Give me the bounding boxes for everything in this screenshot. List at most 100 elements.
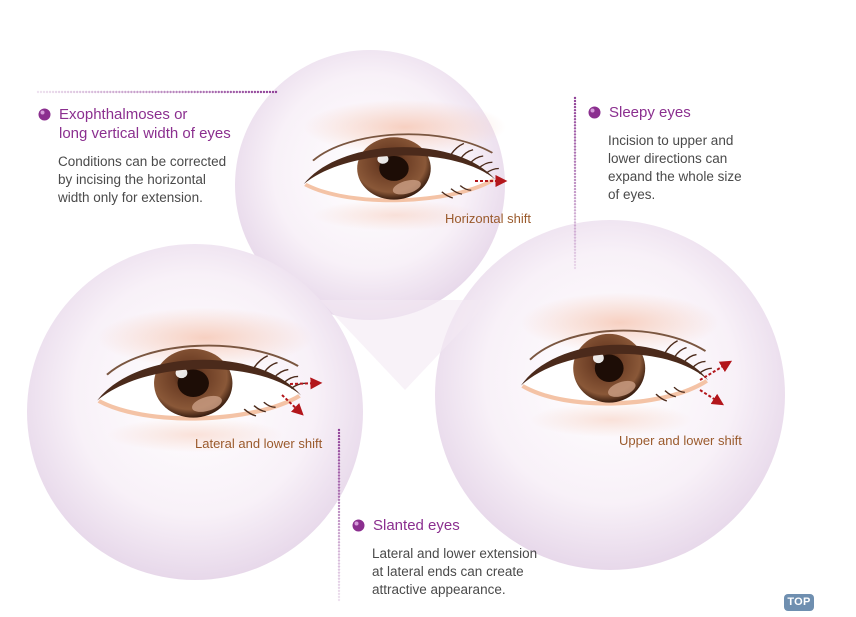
- guide-dot: [187, 90, 190, 94]
- guide-dot: [573, 248, 577, 251]
- guide-dot: [337, 443, 341, 447]
- guide-dot: [573, 111, 577, 115]
- guide-dot: [193, 90, 196, 94]
- guide-dot: [337, 510, 341, 514]
- guide-dot: [573, 169, 577, 173]
- guide-dot: [118, 90, 121, 94]
- title-line: Exophthalmoses or: [59, 106, 188, 123]
- guide-dot: [573, 142, 577, 145]
- guide-dot: [190, 90, 193, 94]
- guide-dot: [337, 489, 341, 492]
- guide-dot: [337, 477, 341, 480]
- guide-dot: [573, 148, 577, 151]
- guide-dot: [573, 266, 577, 270]
- center-join: [320, 300, 490, 390]
- guide-dot: [238, 90, 242, 94]
- guide-dot: [337, 434, 341, 438]
- guide-dot: [78, 90, 82, 94]
- guide-dot: [196, 90, 199, 94]
- dotted-line-top-left: [36, 90, 278, 94]
- guide-dot: [573, 227, 577, 230]
- guide-dot: [337, 571, 341, 574]
- guide-dot: [337, 495, 341, 498]
- guide-dot: [337, 586, 341, 590]
- guide-dot: [268, 90, 272, 94]
- guide-dot: [573, 187, 577, 191]
- desc-line: of eyes.: [608, 187, 656, 202]
- guide-dot: [154, 90, 157, 94]
- guide-dot: [337, 598, 341, 602]
- blurb-title: Sleepy eyes: [588, 103, 742, 122]
- guide-dot: [175, 90, 178, 94]
- guide-dot: [85, 90, 88, 94]
- guide-dot: [115, 90, 118, 94]
- guide-dot: [337, 440, 341, 444]
- guide-dot: [253, 90, 257, 94]
- guide-dot: [232, 90, 236, 94]
- guide-dot: [573, 230, 577, 233]
- arrow-lateral-left: [289, 377, 323, 390]
- guide-dot: [573, 218, 577, 221]
- guide-dot: [573, 251, 577, 255]
- guide-dot: [573, 242, 577, 245]
- guide-dot: [127, 90, 130, 94]
- guide-dot: [94, 90, 97, 94]
- guide-dot: [337, 486, 341, 489]
- guide-dot: [573, 178, 577, 182]
- guide-dot: [75, 90, 79, 94]
- guide-dot: [573, 260, 577, 264]
- guide-dot: [63, 90, 67, 94]
- guide-dot: [337, 459, 341, 462]
- guide-dot: [337, 507, 341, 511]
- label-horizontal-shift: Horizontal shift: [445, 211, 531, 226]
- guide-dot: [337, 519, 341, 523]
- guide-dot: [39, 90, 43, 94]
- guide-dot: [573, 160, 577, 163]
- guide-dot: [337, 513, 341, 517]
- guide-dot: [337, 450, 341, 453]
- guide-dot: [573, 157, 577, 160]
- guide-dot: [136, 90, 139, 94]
- guide-dot: [337, 522, 341, 526]
- guide-dot: [337, 592, 341, 596]
- guide-dot: [337, 574, 341, 577]
- guide-dot: [166, 90, 169, 94]
- guide-dot: [205, 90, 208, 94]
- guide-dot: [573, 233, 577, 236]
- guide-dot: [573, 102, 577, 106]
- guide-dot: [130, 90, 133, 94]
- guide-dot: [573, 203, 577, 206]
- guide-dot: [337, 559, 341, 562]
- guide-dot: [337, 562, 341, 565]
- guide-dot: [88, 90, 91, 94]
- guide-dot: [337, 538, 341, 541]
- guide-dot: [208, 90, 211, 94]
- guide-dot: [573, 154, 577, 157]
- blurb-title: Exophthalmoses or long vertical width of…: [38, 105, 231, 143]
- guide-dot: [337, 501, 341, 505]
- guide-dot: [573, 196, 577, 200]
- guide-dot: [573, 190, 577, 194]
- guide-dot: [181, 90, 184, 94]
- guide-dot: [573, 118, 577, 121]
- guide-dot: [72, 90, 76, 94]
- guide-dot: [235, 90, 239, 94]
- guide-dot: [337, 580, 341, 583]
- guide-dot: [337, 504, 341, 508]
- guide-dot: [259, 90, 263, 94]
- guide-dot: [573, 99, 577, 103]
- guide-dot: [337, 453, 341, 456]
- guide-dot: [223, 90, 226, 94]
- top-button[interactable]: TOP: [784, 594, 814, 611]
- guide-dot: [337, 565, 341, 568]
- guide-dot: [573, 105, 577, 109]
- guide-dot: [573, 139, 577, 142]
- guide-dot: [573, 200, 577, 203]
- guide-dot: [573, 215, 577, 218]
- guide-dot: [337, 471, 341, 474]
- guide-dot: [573, 145, 577, 148]
- guide-dot: [184, 90, 187, 94]
- guide-dot: [169, 90, 172, 94]
- guide-dot: [51, 90, 55, 94]
- guide-dot: [256, 90, 260, 94]
